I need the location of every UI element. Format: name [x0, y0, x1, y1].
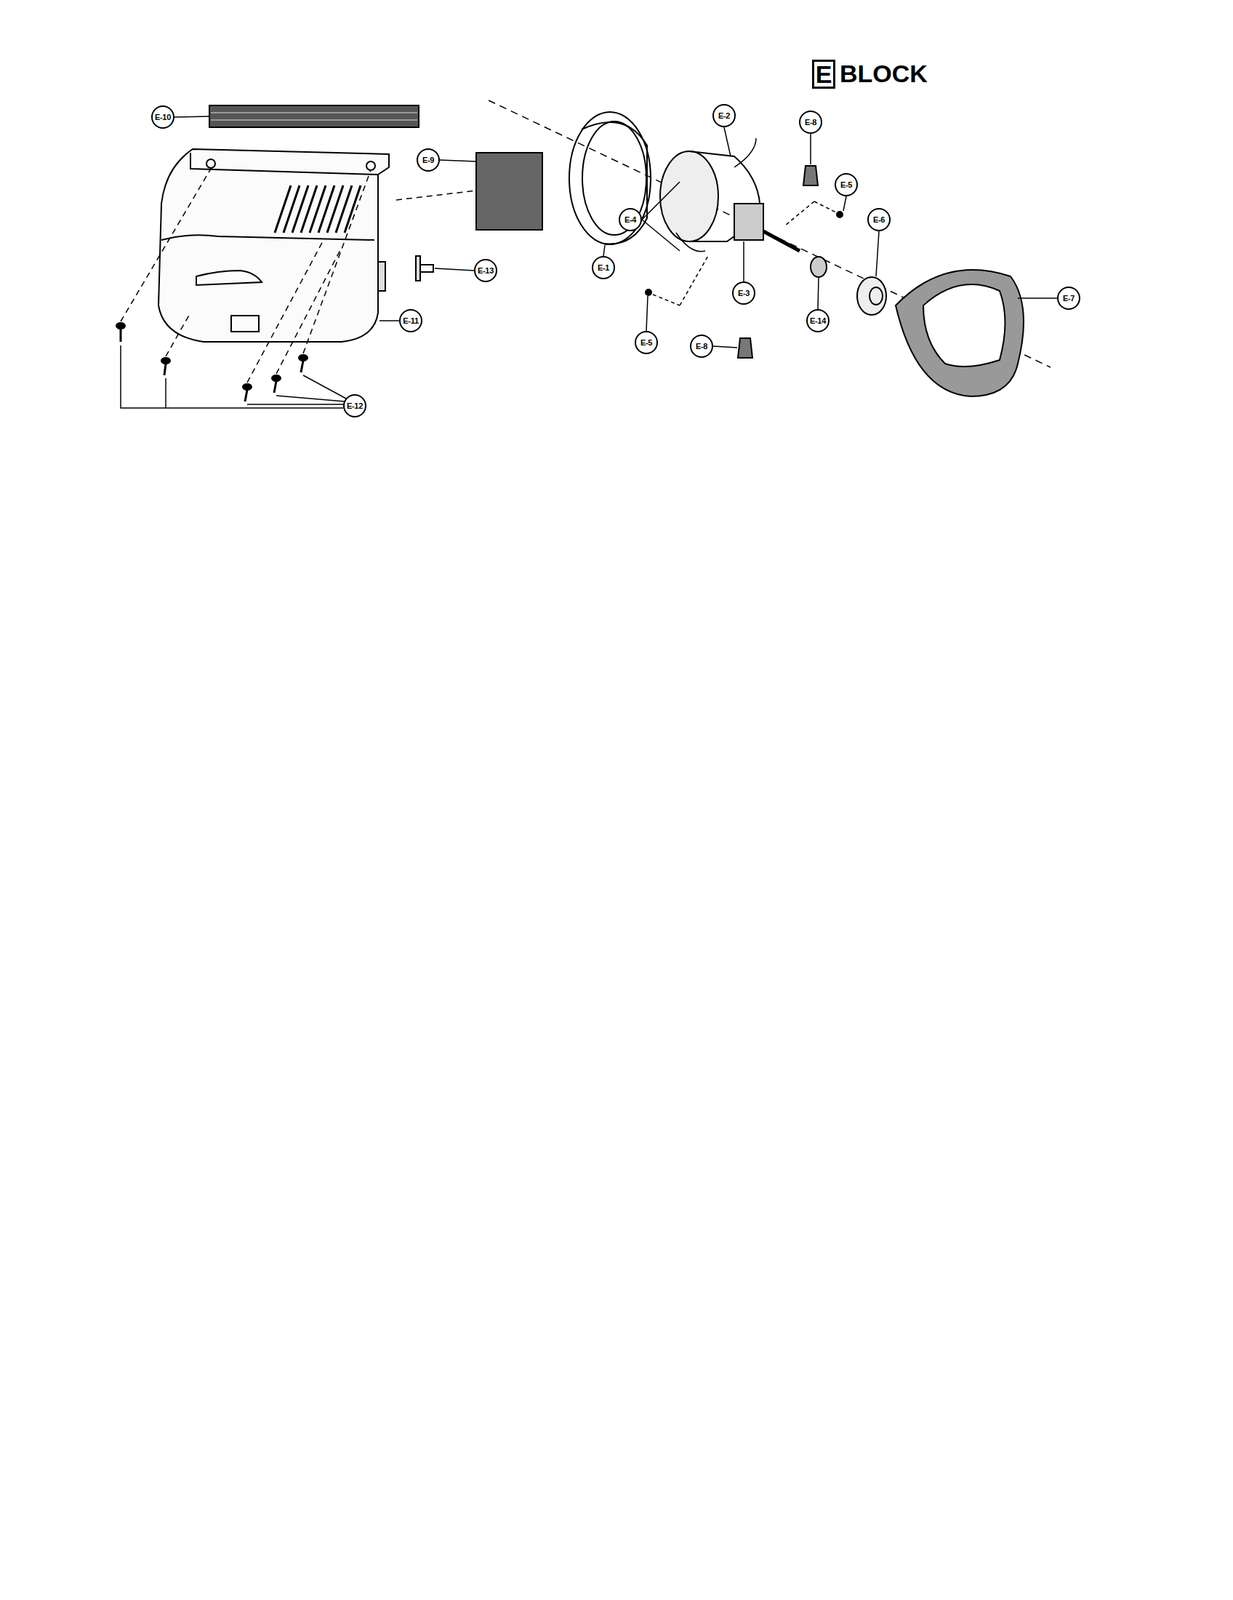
callout-number: E-4 — [618, 207, 642, 232]
callout-number: E-2 — [712, 103, 736, 128]
callout-number: E-7 — [1057, 286, 1081, 310]
callout-number: E-5 — [834, 173, 858, 197]
block-letter: E — [815, 61, 833, 87]
callout-number: E-8 — [689, 334, 714, 358]
block-title: BLOCK — [839, 61, 928, 86]
callout-number: E-11 — [399, 308, 423, 333]
callout-number: E-13 — [474, 258, 498, 283]
callout-number: E-8 — [798, 110, 823, 134]
callout-number: E-6 — [867, 207, 891, 232]
callout-number: E-3 — [732, 281, 756, 305]
callout-number: E-1 — [591, 255, 616, 280]
callout-number: E-5 — [634, 330, 658, 355]
callout-number: E-12 — [343, 394, 367, 418]
callout-number: E-14 — [806, 308, 830, 333]
callout-number: E-9 — [416, 148, 440, 172]
callout-number: E-10 — [151, 105, 175, 129]
letter-box: E — [812, 59, 836, 89]
